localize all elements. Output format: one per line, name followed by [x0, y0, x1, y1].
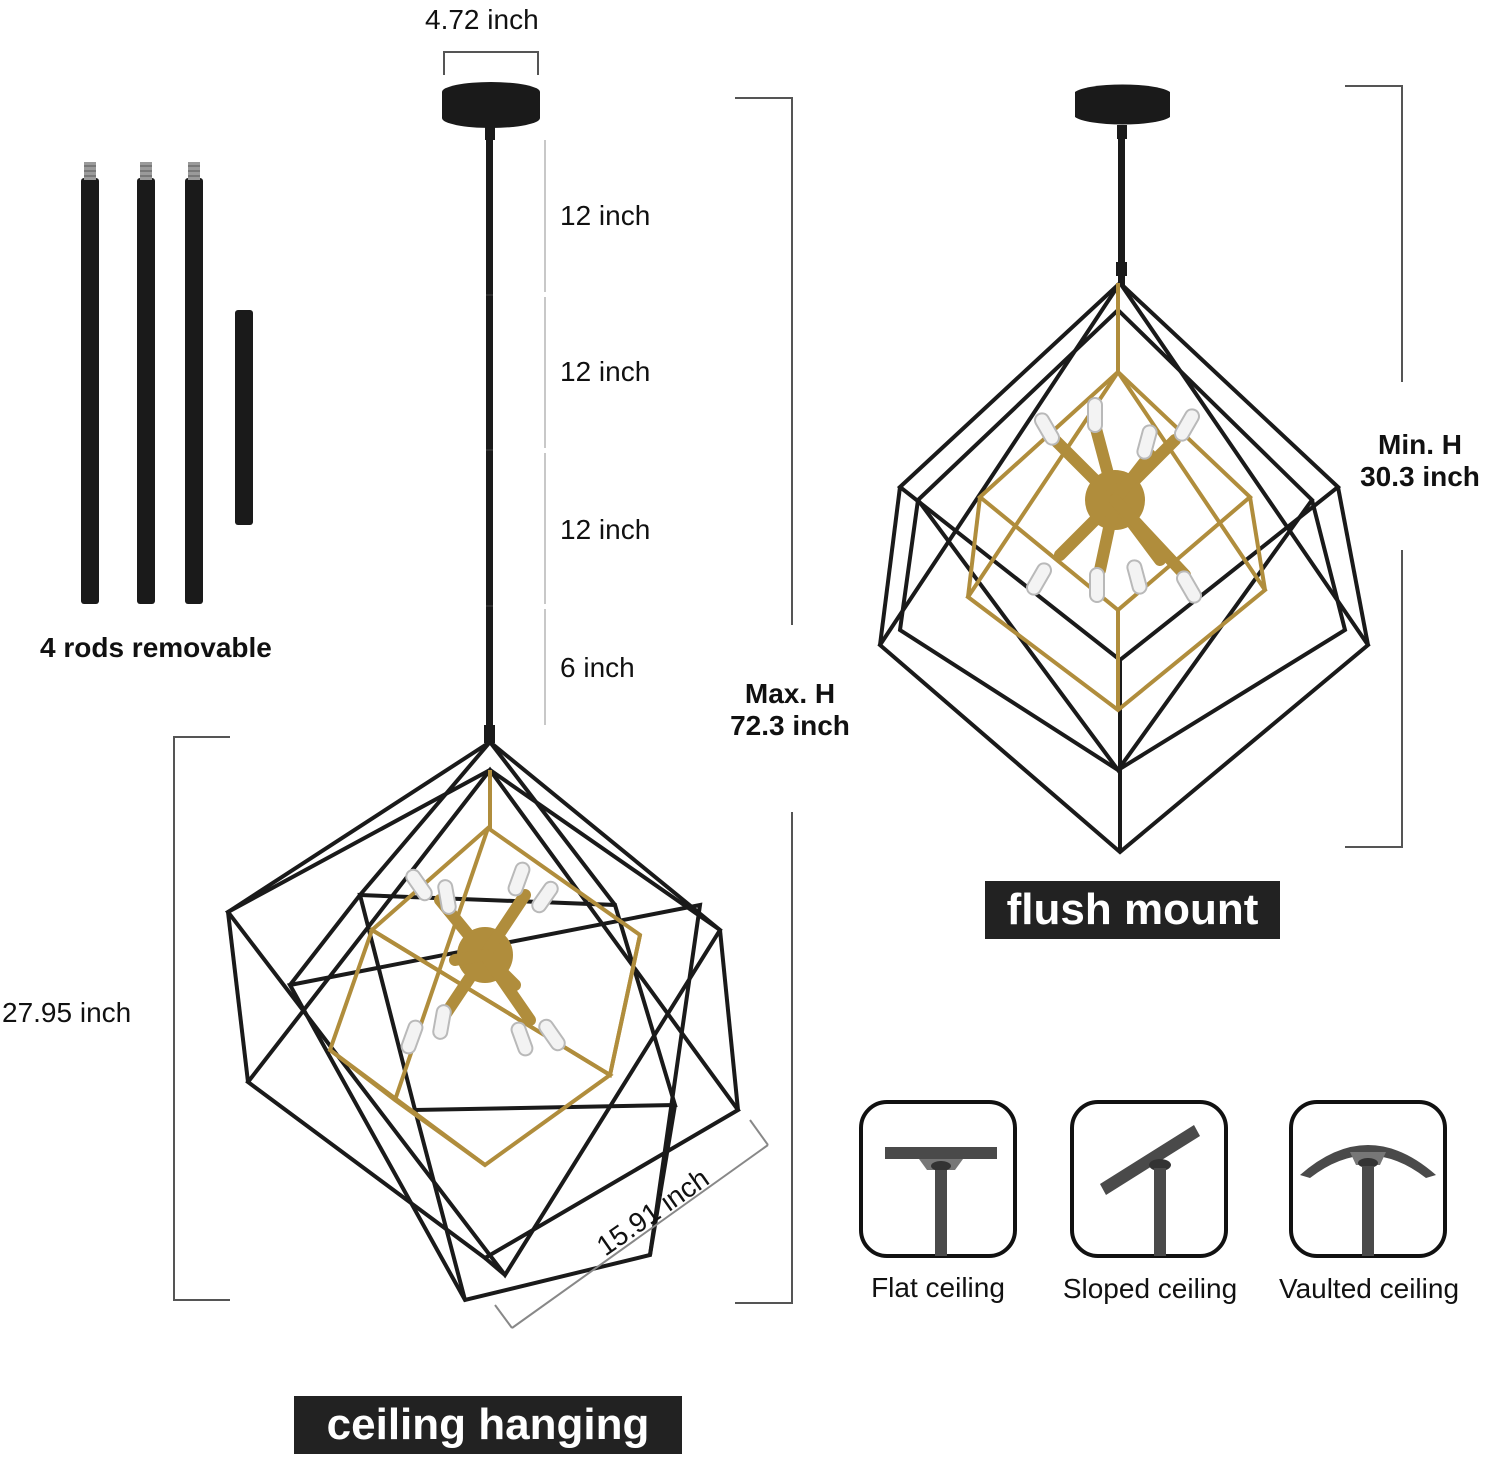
sloped-ceiling-icon [1070, 1100, 1228, 1258]
hanging-fixture-illustration [224, 82, 741, 1303]
cage-width-bracket [494, 1119, 769, 1329]
cage-height-bracket [173, 736, 230, 1301]
rod-4-length-label: 6 inch [560, 652, 635, 683]
max-height-value: 72.3 inch [730, 710, 850, 741]
min-height-label: Min. H [1378, 429, 1462, 460]
min-height-value: 30.3 inch [1360, 461, 1480, 492]
max-height-bracket [735, 97, 793, 1304]
vaulted-ceiling-icon [1289, 1100, 1447, 1258]
rod-2-length-label: 12 inch [560, 356, 651, 387]
canopy-width-bracket [443, 51, 539, 75]
removable-rods-illustration [81, 162, 253, 604]
max-height-label: Max. H [744, 678, 836, 709]
vaulted-ceiling-label: Vaulted ceiling [1278, 1273, 1460, 1304]
canopy-width-label: 4.72 inch [425, 4, 539, 35]
ceiling-hanging-badge: ceiling hanging [294, 1396, 682, 1454]
rod-3-length-label: 12 inch [560, 514, 651, 545]
cage-height-label: 27.95 inch [2, 997, 132, 1028]
rods-removable-caption: 4 rods removable [40, 632, 272, 663]
sloped-ceiling-label: Sloped ceiling [1062, 1273, 1238, 1304]
flush-mount-fixture-illustration [877, 84, 1371, 855]
flush-mount-badge: flush mount [985, 881, 1280, 939]
rod-1-length-label: 12 inch [560, 200, 651, 231]
flat-ceiling-icon [859, 1100, 1017, 1258]
flat-ceiling-label: Flat ceiling [871, 1272, 1005, 1303]
min-height-bracket [1345, 85, 1403, 848]
